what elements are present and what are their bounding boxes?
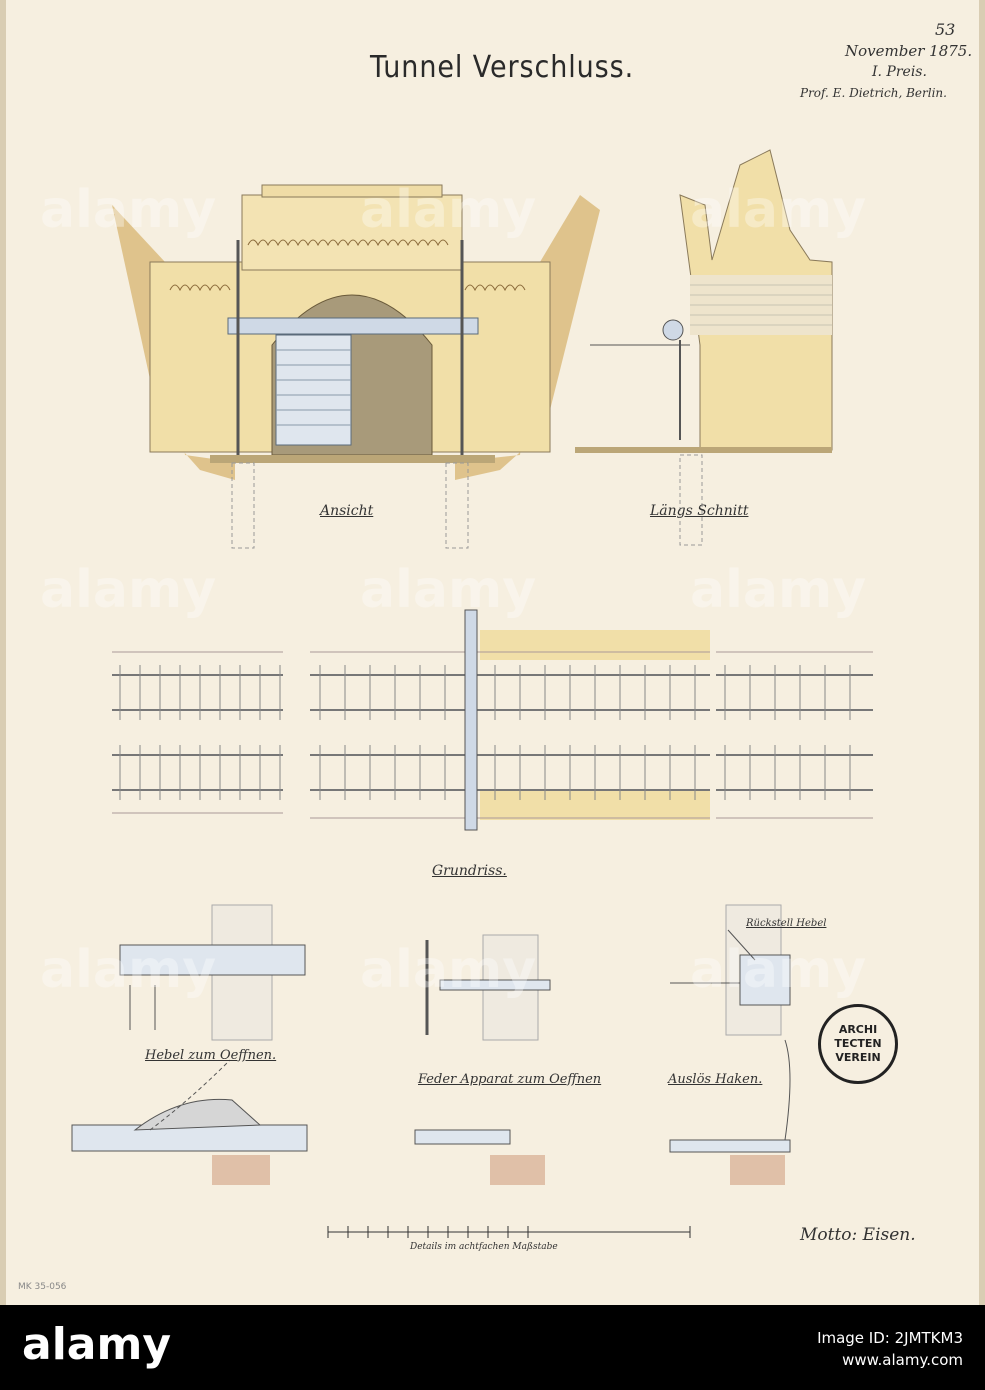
sheet-left-edge xyxy=(0,0,6,1305)
alamy-logo: alamy xyxy=(22,1319,171,1370)
technical-drawing xyxy=(71,149,873,1238)
watermark: alamy xyxy=(360,940,537,1000)
stock-footer: alamy Image ID: 2JMTKM3 www.alamy.com xyxy=(0,1305,985,1390)
plan-drawing xyxy=(112,609,873,831)
caption-spring: Feder Apparat zum Oeffnen xyxy=(418,1072,602,1087)
stamp-line-1: ARCHI xyxy=(838,1023,878,1036)
scale-bar xyxy=(327,1226,691,1238)
watermark: alamy xyxy=(690,560,867,620)
author-line: Prof. E. Dietrich, Berlin. xyxy=(800,86,947,100)
sheet-right-edge xyxy=(979,0,985,1305)
longitudinal-section-drawing xyxy=(575,149,833,546)
watermark: alamy xyxy=(360,180,537,240)
motto: Motto: Eisen. xyxy=(800,1225,916,1245)
watermark: alamy xyxy=(40,180,217,240)
caption-hook: Auslös Haken. xyxy=(668,1072,763,1087)
caption-lever: Hebel zum Oeffnen. xyxy=(145,1048,277,1063)
watermark: alamy xyxy=(40,560,217,620)
watermark: alamy xyxy=(690,940,867,1000)
caption-plan: Grundriss. xyxy=(432,863,507,879)
watermark: alamy xyxy=(360,560,537,620)
front-elevation-drawing xyxy=(112,184,600,549)
drawing-title: Tunnel Verschluss. xyxy=(370,50,635,85)
stamp-line-3: VEREIN xyxy=(835,1051,881,1064)
prize-line: I. Preis. xyxy=(872,64,927,80)
sheet-number: 53 xyxy=(935,20,956,39)
detail-drawings xyxy=(71,904,791,1185)
date-line: November 1875. xyxy=(845,42,973,60)
caption-view: Ansicht xyxy=(320,503,374,519)
stamp-line-2: TECTEN xyxy=(834,1037,882,1050)
watermark: alamy xyxy=(40,940,217,1000)
site-url: www.alamy.com xyxy=(842,1351,963,1369)
caption-return-lever: Rückstell Hebel xyxy=(746,918,827,929)
inventory-number: MK 35-056 xyxy=(18,1282,67,1292)
watermark: alamy xyxy=(690,180,867,240)
scale-note: Details im achtfachen Maßstabe xyxy=(410,1242,558,1252)
archive-stamp: ARCHI TECTEN VEREIN xyxy=(818,1004,898,1084)
image-id: Image ID: 2JMTKM3 xyxy=(817,1329,963,1347)
caption-section: Längs Schnitt xyxy=(650,503,749,519)
